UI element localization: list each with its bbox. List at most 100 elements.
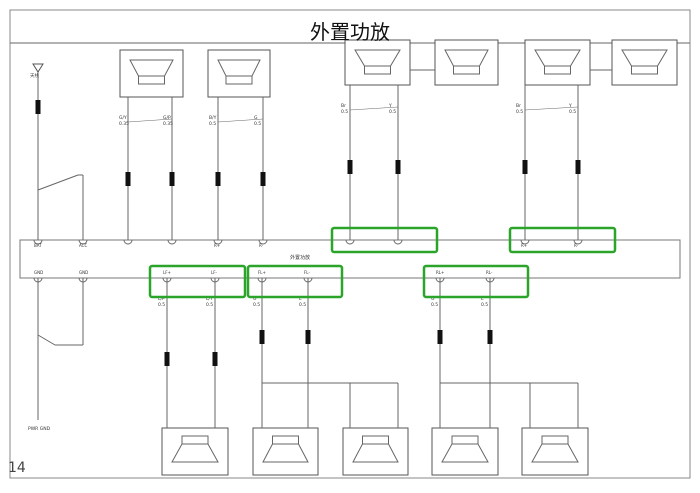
wire-label: B/Y xyxy=(209,115,217,121)
top-speaker-3 xyxy=(344,39,411,86)
connector-icon xyxy=(575,160,581,174)
top-speaker-2 xyxy=(207,49,271,98)
speaker-cone-icon xyxy=(352,443,399,463)
amp-pin-label: FL+ xyxy=(258,270,266,275)
wire-label: Br xyxy=(516,103,521,109)
pin-icon xyxy=(33,239,43,245)
page-number: 14 xyxy=(8,460,26,476)
pin-icon xyxy=(303,277,313,283)
wire-label: 0.35 xyxy=(119,121,129,127)
amp-pin-label: LF+ xyxy=(163,270,171,275)
connector-icon xyxy=(305,330,311,344)
frame xyxy=(9,9,691,479)
pin-icon xyxy=(520,239,530,245)
amp-pin-label: R+ xyxy=(521,243,527,248)
pin-icon xyxy=(162,277,172,283)
wire-label: L xyxy=(481,296,484,302)
top-speaker-1 xyxy=(119,49,184,98)
highlight-box xyxy=(330,226,439,254)
wire-label: L/P xyxy=(158,296,165,302)
highlight-box xyxy=(508,226,617,254)
twist-line xyxy=(349,106,399,111)
speaker-magnet-icon xyxy=(364,65,391,75)
pin-icon xyxy=(345,239,355,245)
connector-icon xyxy=(260,172,266,186)
pin-icon xyxy=(573,239,583,245)
amp-pin-label: FL- xyxy=(304,270,310,275)
wire-label: Br xyxy=(341,103,346,109)
pin-icon xyxy=(213,239,223,245)
connector-icon xyxy=(347,160,353,174)
amplifier-label: 外置功放 xyxy=(290,254,310,261)
speaker-cone-icon xyxy=(262,443,309,463)
speaker-magnet-icon xyxy=(138,75,165,85)
twist-line xyxy=(524,106,579,111)
wire-label: 0.5 xyxy=(569,109,576,115)
speaker-magnet-icon xyxy=(453,65,480,75)
amp-pin-label: R+ xyxy=(214,243,220,248)
highlight-box xyxy=(148,264,247,299)
wire-label: L/Y xyxy=(206,296,213,302)
connector-icon xyxy=(522,160,528,174)
connector-icon xyxy=(395,160,401,174)
wire-label: 0.5 xyxy=(254,121,261,127)
wire-label: 0.5 xyxy=(341,109,348,115)
diagram-title: 外置功放 xyxy=(310,20,390,44)
amp-pin-label: LF- xyxy=(211,270,218,275)
amp-pin-label: ACC xyxy=(79,243,87,248)
wire-label: G/Y xyxy=(119,115,127,121)
connector-icon xyxy=(259,330,265,344)
connector-icon xyxy=(169,172,175,186)
amp-pin-label: RL+ xyxy=(436,270,444,275)
wire-label: L xyxy=(299,296,302,302)
connector-icon xyxy=(35,100,41,114)
amp-pin-label: R- xyxy=(574,243,579,248)
pin-icon xyxy=(78,277,88,283)
highlight-box xyxy=(246,264,344,299)
wire-label: 0.5 xyxy=(158,302,165,308)
pin-icon xyxy=(123,239,133,245)
speaker-cone-icon xyxy=(171,443,219,463)
wire-label: Y xyxy=(388,103,392,109)
amp-pin-label: BAT xyxy=(34,243,42,248)
pin-icon xyxy=(258,239,268,245)
connector-icon xyxy=(164,352,170,366)
connector-icon xyxy=(437,330,443,344)
bottom-speaker-1 xyxy=(161,427,229,476)
bottom-speaker-2 xyxy=(252,427,319,476)
connector-icon xyxy=(487,330,493,344)
pin-icon xyxy=(167,239,177,245)
wire-label: Y xyxy=(568,103,572,109)
wire-label: G xyxy=(431,296,435,302)
wire xyxy=(37,174,79,191)
wire-label: 0.5 xyxy=(299,302,306,308)
speaker-magnet-icon xyxy=(225,75,253,85)
ground-label: PWR GND xyxy=(28,426,51,432)
pin-icon xyxy=(78,239,88,245)
highlight-box xyxy=(422,264,530,299)
pin-icon xyxy=(485,277,495,283)
amp-pin-label: GND xyxy=(79,270,88,275)
connector-icon xyxy=(215,172,221,186)
top-speaker-6 xyxy=(611,39,678,86)
wire-label: 0.5 xyxy=(209,121,216,127)
pin-icon xyxy=(393,239,403,245)
top-speaker-5 xyxy=(524,39,591,86)
connector-icon xyxy=(212,352,218,366)
antenna-label: 天线 xyxy=(30,72,39,79)
amp-pin-label: GND xyxy=(34,270,43,275)
amp-pin-label: RL- xyxy=(486,270,493,275)
pin-icon xyxy=(257,277,267,283)
amplifier-box xyxy=(19,239,681,279)
wire-label: 0.5 xyxy=(389,109,396,115)
wire-label: G/P xyxy=(163,115,171,121)
bottom-speaker-4 xyxy=(431,427,499,476)
connector-icon xyxy=(125,172,131,186)
top-speaker-4 xyxy=(434,39,499,86)
speaker-magnet-icon xyxy=(544,65,571,75)
speaker-magnet-icon xyxy=(631,65,658,75)
twist-line xyxy=(217,118,264,123)
amp-pin-label: R- xyxy=(259,243,264,248)
